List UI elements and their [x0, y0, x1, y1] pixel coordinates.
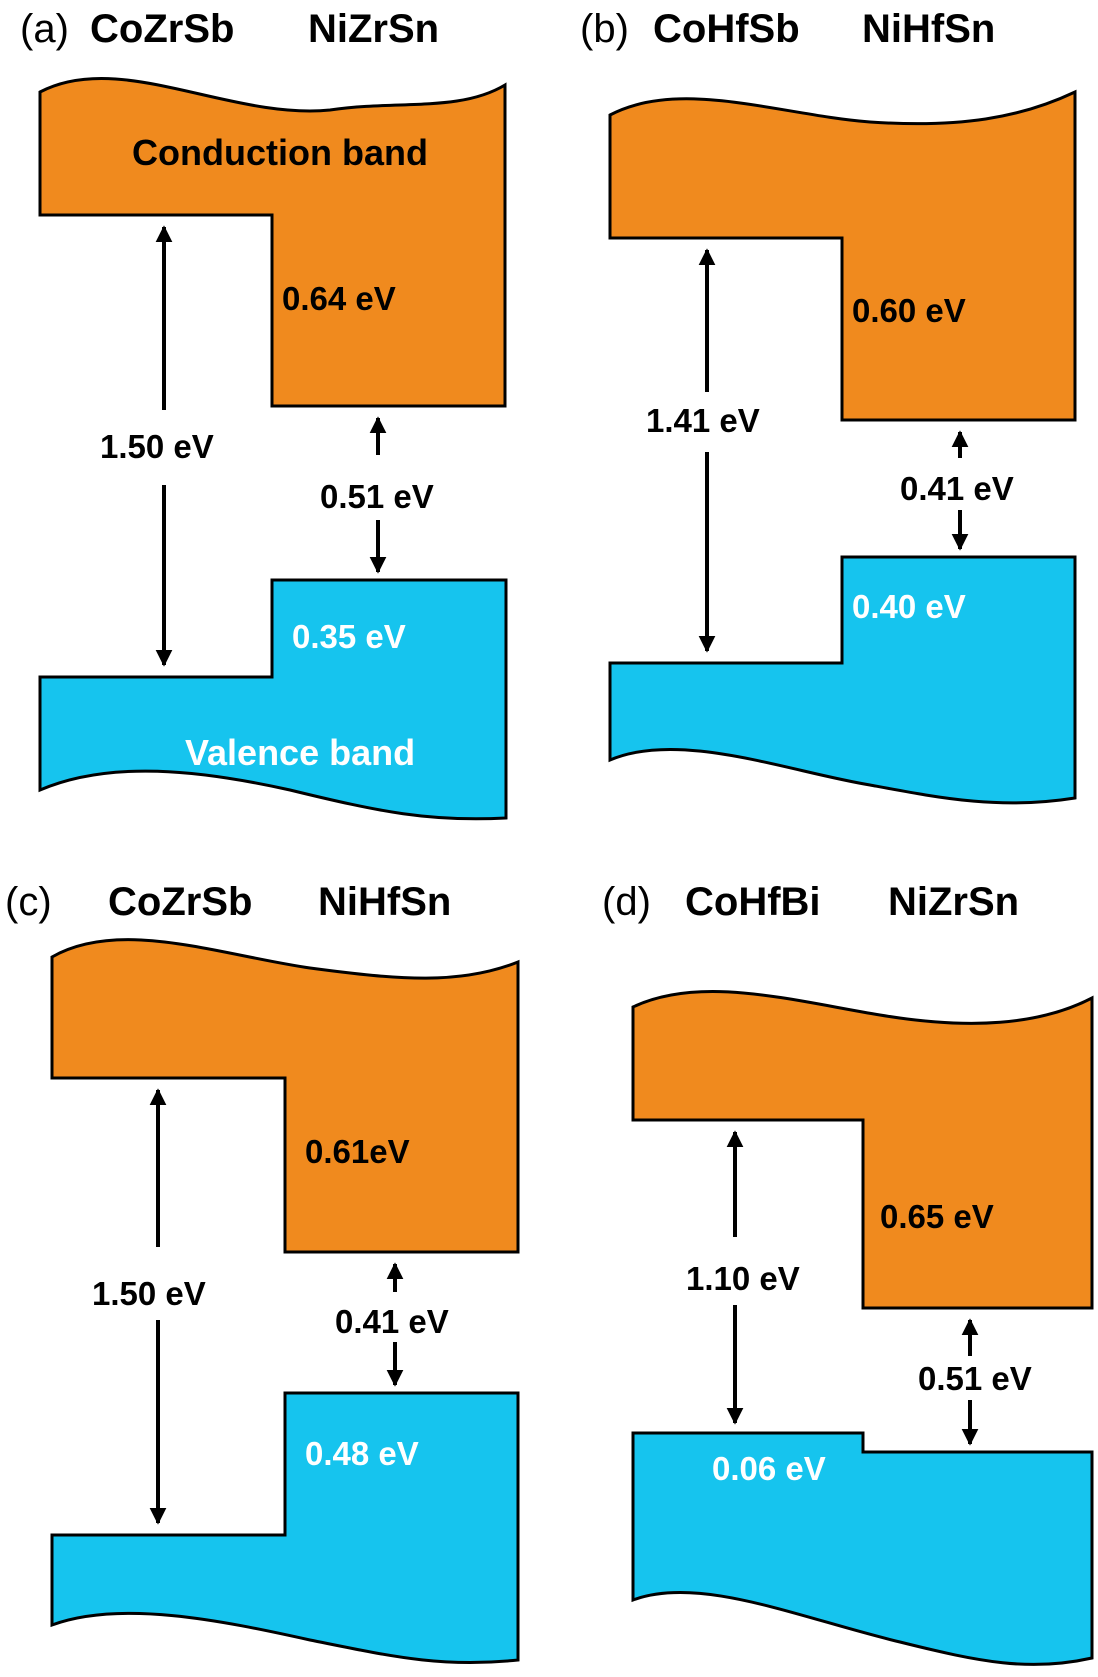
panel-d-vb-offset: 0.06 eV	[712, 1450, 826, 1487]
panel-a-compound-1: CoZrSb	[90, 7, 234, 51]
panel-d-compound-1: CoHfBi	[685, 880, 821, 924]
panel-a-conduction-band-label: Conduction band	[132, 132, 428, 173]
panel-d-valence-band	[631, 1431, 1094, 1667]
panel-a: (a) CoZrSb NiZrSn Conduction band 0.64 e…	[20, 7, 508, 821]
panel-c: (c) CoZrSb NiHfSn 0.61eV 0.48 eV 1.50 eV…	[5, 880, 520, 1665]
panel-d-label: (d)	[602, 880, 651, 924]
panel-a-vb-offset: 0.35 eV	[292, 618, 406, 655]
panel-c-compound-2: NiHfSn	[318, 880, 451, 924]
panel-a-conduction-band	[38, 76, 507, 408]
panel-b-gap-left: 1.41 eV	[646, 402, 760, 439]
panel-d-gap-left: 1.10 eV	[686, 1260, 800, 1297]
panel-c-label: (c)	[5, 880, 52, 924]
panel-d-compound-2: NiZrSn	[888, 880, 1019, 924]
panel-b-conduction-band	[608, 89, 1077, 422]
panel-d-cb-offset: 0.65 eV	[880, 1198, 994, 1235]
panel-b-vb-offset: 0.40 eV	[852, 588, 966, 625]
panel-c-valence-band	[50, 1391, 520, 1665]
panel-b-cb-offset: 0.60 eV	[852, 292, 966, 329]
panel-a-gap-left: 1.50 eV	[100, 428, 214, 465]
panel-d: (d) CoHfBi NiZrSn 0.65 eV 0.06 eV 1.10 e…	[602, 880, 1094, 1667]
panel-b-gap-right: 0.41 eV	[900, 470, 1014, 507]
panel-b: (b) CoHfSb NiHfSn 0.60 eV 0.40 eV 1.41 e…	[580, 7, 1077, 805]
panel-d-conduction-band	[631, 989, 1094, 1310]
panel-c-conduction-band	[50, 938, 520, 1254]
panel-c-compound-1: CoZrSb	[108, 880, 252, 924]
panel-b-compound-1: CoHfSb	[653, 7, 800, 51]
panel-d-gap-right: 0.51 eV	[918, 1360, 1032, 1397]
panel-c-gap-right: 0.41 eV	[335, 1303, 449, 1340]
panel-c-gap-left: 1.50 eV	[92, 1275, 206, 1312]
panel-a-compound-2: NiZrSn	[308, 7, 439, 51]
panel-a-cb-offset: 0.64 eV	[282, 280, 396, 317]
panel-b-valence-band	[608, 555, 1077, 805]
panel-a-valence-band-label: Valence band	[185, 732, 415, 773]
panel-c-cb-offset: 0.61eV	[305, 1133, 410, 1170]
panel-b-compound-2: NiHfSn	[862, 7, 995, 51]
panel-a-label: (a)	[20, 7, 69, 51]
panel-b-label: (b)	[580, 7, 629, 51]
panel-a-gap-right: 0.51 eV	[320, 478, 434, 515]
panel-a-valence-band	[38, 578, 508, 821]
panel-c-vb-offset: 0.48 eV	[305, 1435, 419, 1472]
